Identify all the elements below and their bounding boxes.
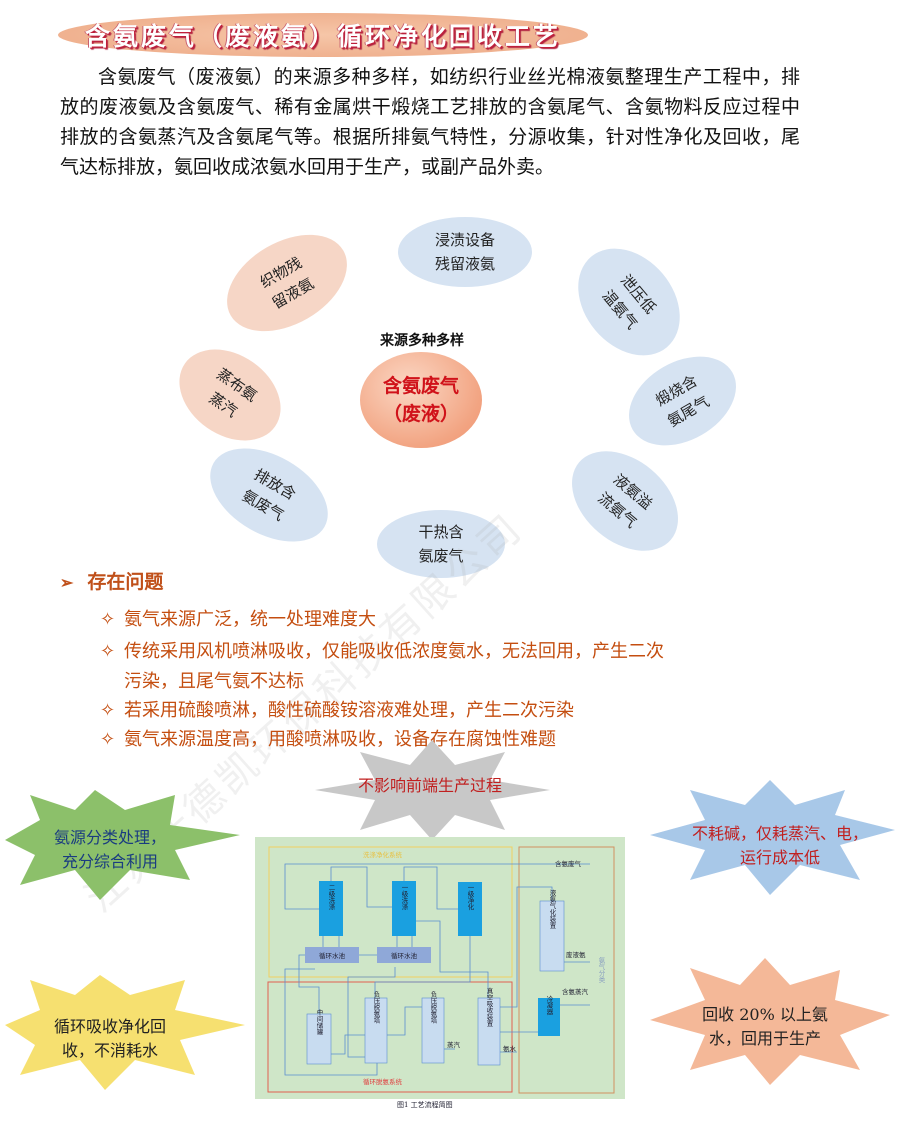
problem-text: 氨气来源广泛，统一处理难度大 [124, 609, 376, 630]
problem-text: 氨气来源温度高，用酸喷淋吸收，设备存在腐蚀性难题 [124, 729, 556, 750]
label-classify: 氨气分类 [597, 956, 605, 985]
unit-label: 中间储罐 [315, 1008, 323, 1037]
unit-label: 液氨气化装置 [548, 888, 556, 929]
problems-title: 存在问题 [87, 571, 164, 593]
label-steam: 蒸汽 [447, 1040, 461, 1049]
wash-system-label: 洗涤净化系统 [363, 850, 403, 859]
diamond-bullet-icon: ✧ [100, 700, 116, 721]
burst-right-top [650, 780, 895, 895]
benefit-left-top: 氨源分类处理，充分综合利用 [53, 828, 166, 871]
problem-item: ✧ 氨气来源温度高，用酸喷淋吸收，设备存在腐蚀性难题 [100, 726, 800, 754]
source-ellipse: 浸渍设备残留液氨 [398, 217, 532, 287]
benefit-top: 不影响前端生产过程 [357, 776, 502, 795]
unit-label: 冷凝器 [545, 994, 553, 1016]
unit-boxes [305, 881, 565, 1066]
label-gas-in: 含氨废气 [555, 859, 582, 868]
problem-text: 污染，且尾气氨不达标 [124, 671, 304, 692]
center-line-2: （废液） [382, 403, 459, 425]
sources-label: 来源多种多样 [380, 333, 464, 349]
figure-caption: 图1 工艺流程简图 [397, 1100, 453, 1109]
burst-left-bottom [5, 975, 245, 1090]
source-label: 浸渍设备残留液氨 [434, 231, 495, 273]
intro-text: 含氨废气（废液氨）的来源多种多样，如纺织行业丝光棉液氨整理生产工程中，排放的废液… [60, 66, 800, 178]
center-ellipse: 含氨废气 （废液） [360, 352, 482, 448]
unit-label: 循环水池 [391, 951, 418, 960]
label-steam-in: 含氨蒸汽 [562, 987, 589, 996]
page-title: 含氨废气（废液氨）循环净化回收工艺 [84, 22, 561, 51]
flow-lines [284, 863, 590, 1076]
unit-label: 一级洗涤 [400, 884, 408, 910]
arrow-bullet-icon: ➢ [60, 573, 74, 592]
benefit-right-bottom: 回收 20% 以上氨水，回用于生产 [702, 1005, 828, 1048]
benefit-right-top: 不耗碱，仅耗蒸汽、电，运行成本低 [691, 824, 868, 867]
burst-top [315, 740, 550, 840]
unit-label: 一级净化 [466, 884, 474, 911]
label-liquid-in: 废液氨 [566, 950, 586, 959]
intro-paragraph: 含氨废气（废液氨）的来源多种多样，如纺织行业丝光棉液氨整理生产工程中，排放的废液… [60, 62, 800, 182]
diamond-bullet-icon: ✧ [100, 609, 116, 630]
problem-item: 污染，且尾气氨不达标 [124, 668, 824, 696]
deammonia-system-label: 循环脱氨系统 [363, 1077, 403, 1086]
source-label: 干热含氨废气 [418, 523, 464, 565]
unit-label: 负压脱氨塔 [429, 989, 437, 1024]
title-banner: 含氨废气（废液氨）循环净化回收工艺 [58, 13, 588, 57]
diamond-bullet-icon: ✧ [100, 729, 116, 750]
benefit-left-bottom: 循环吸收净化回收，不消耗水 [53, 1017, 166, 1060]
unit-label: 真空吸收装置 [485, 986, 493, 1027]
problem-text: 传统采用风机喷淋吸收，仅能吸收低浓度氨水，无法回用，产生二次 [124, 641, 664, 662]
center-line-1: 含氨废气 [382, 375, 459, 397]
diamond-bullet-icon: ✧ [100, 641, 116, 662]
unit-label: 循环水池 [319, 951, 346, 960]
problem-item: ✧ 若采用硫酸喷淋，酸性硫酸铵溶液难处理，产生二次污染 [100, 697, 800, 725]
process-flow-chart: 二级洗涤 一级洗涤 一级净化 循环水池 循环水池 液氨气化装置 冷凝器 中间储罐… [255, 837, 625, 1109]
unit-label: 负压脱氨塔 [372, 989, 380, 1024]
label-ammonia-water: 氨水 [503, 1044, 517, 1053]
unit-label: 二级洗涤 [327, 884, 335, 910]
classify-box [518, 846, 615, 1094]
problem-item: ✧ 氨气来源广泛，统一处理难度大 [100, 606, 800, 634]
problems-heading: ➢ 存在问题 [60, 567, 163, 594]
burst-right-bottom [650, 958, 890, 1085]
problem-text: 若采用硫酸喷淋，酸性硫酸铵溶液难处理，产生二次污染 [124, 700, 574, 721]
problem-item: ✧ 传统采用风机喷淋吸收，仅能吸收低浓度氨水，无法回用，产生二次 [100, 638, 800, 666]
source-ellipse: 干热含氨废气 [377, 510, 505, 578]
burst-left-top [5, 790, 240, 900]
